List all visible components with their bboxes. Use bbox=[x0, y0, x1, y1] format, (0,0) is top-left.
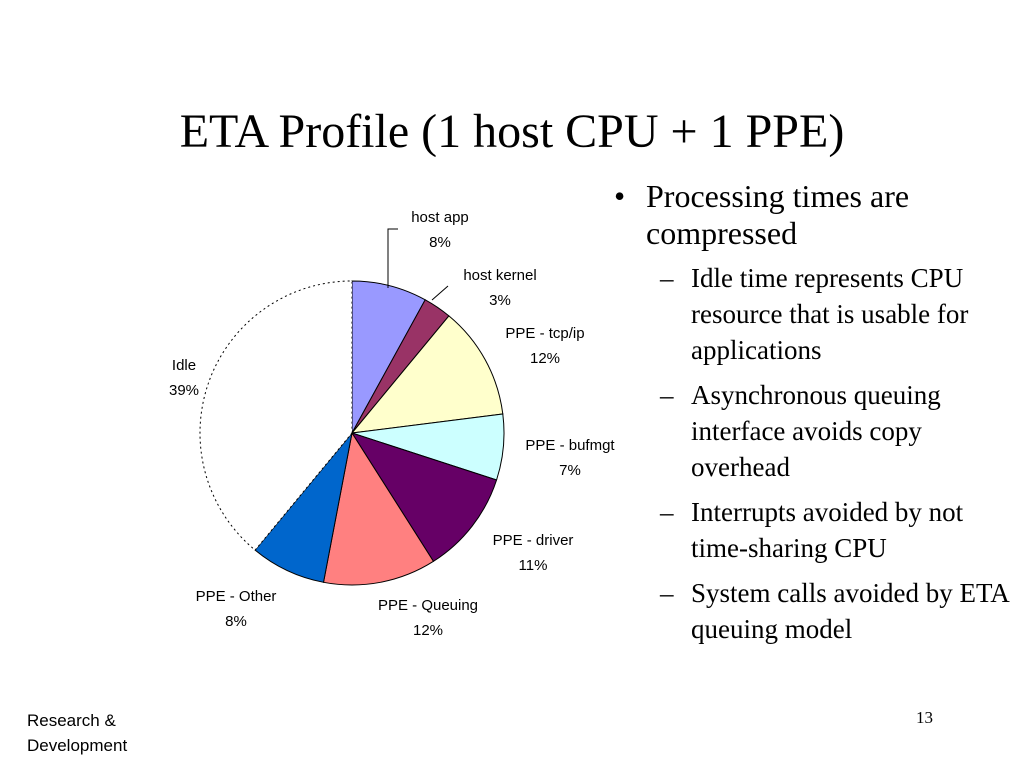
pie-slice-ppe-tcp-ip bbox=[350, 315, 504, 434]
sub-bullet-text: Interrupts avoided by not time-sharing C… bbox=[691, 497, 964, 563]
pie-label: PPE - driver bbox=[493, 532, 574, 549]
pie-leader-line bbox=[431, 285, 449, 301]
pie-label: PPE - Queuing bbox=[378, 597, 478, 614]
bullet-main: • Processing times are compressed bbox=[608, 178, 1022, 252]
pie-slice-ppe-queuing bbox=[322, 431, 435, 586]
pie-label: host app bbox=[411, 209, 469, 226]
sub-bullet-dash: – bbox=[660, 578, 674, 608]
pie-slice-ppe-driver bbox=[350, 432, 498, 563]
pie-value-label: 39% bbox=[169, 382, 199, 399]
sub-bullet: – Idle time represents CPU resource that… bbox=[608, 260, 1022, 368]
slide-title: ETA Profile (1 host CPU + 1 PPE) bbox=[179, 105, 845, 158]
sub-bullet-dash: – bbox=[660, 380, 674, 410]
sub-bullet: – System calls avoided by ETA queuing mo… bbox=[608, 575, 1022, 647]
sub-bullet-dash: – bbox=[660, 497, 674, 527]
pie-label: Idle bbox=[172, 357, 196, 374]
sub-bullet-text: System calls avoided by ETA queuing mode… bbox=[691, 578, 1009, 644]
bullet-main-text: Processing times are compressed bbox=[646, 178, 910, 251]
pie-value-label: 12% bbox=[530, 350, 560, 367]
sub-bullet-text: Asynchronous queuing interface avoids co… bbox=[691, 380, 941, 482]
footer-line: Research & bbox=[27, 711, 116, 730]
pie-value-label: 7% bbox=[559, 462, 581, 479]
pie-value-label: 3% bbox=[489, 292, 511, 309]
footer-label: Research & Development bbox=[27, 708, 127, 758]
pie-label: PPE - bufmgt bbox=[525, 437, 615, 454]
sub-bullet: – Asynchronous queuing interface avoids … bbox=[608, 377, 1022, 485]
sub-bullet-text: Idle time represents CPU resource that i… bbox=[691, 263, 969, 365]
pie-value-label: 12% bbox=[413, 622, 443, 639]
bullet-list: • Processing times are compressed – Idle… bbox=[608, 178, 1022, 656]
pie-label: PPE - tcp/ip bbox=[505, 325, 584, 342]
pie-leader-line bbox=[387, 228, 398, 288]
sub-bullet: – Interrupts avoided by not time-sharing… bbox=[608, 494, 1022, 566]
footer-line: Development bbox=[27, 736, 128, 755]
pie-value-label: 11% bbox=[519, 557, 548, 574]
pie-value-label: 8% bbox=[225, 613, 247, 630]
pie-label: PPE - Other bbox=[196, 588, 277, 605]
pie-value-label: 8% bbox=[429, 234, 451, 251]
bullet-dot: • bbox=[614, 178, 626, 214]
page-number: 13 bbox=[916, 708, 933, 727]
pie-slice-idle bbox=[199, 280, 353, 551]
pie-chart: host app 8% host kernel 3% PPE - tcp/ip 12% PP… bbox=[169, 209, 615, 639]
sub-bullet-list: – Idle time represents CPU resource that… bbox=[608, 260, 1022, 647]
sub-bullet-dash: – bbox=[660, 263, 674, 293]
pie-label: host kernel bbox=[463, 267, 536, 284]
